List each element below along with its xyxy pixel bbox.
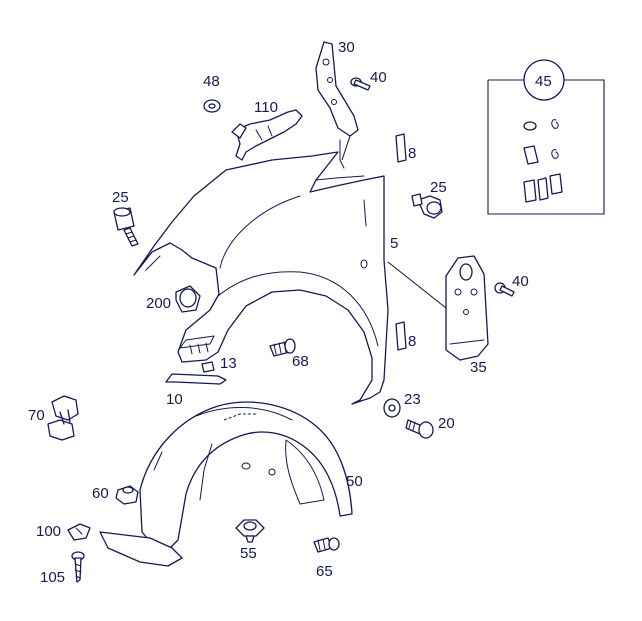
label-13[interactable]: 13 (220, 355, 237, 372)
label-50[interactable]: 50 (346, 473, 363, 490)
clip-55[interactable] (235, 519, 265, 543)
screw-40-right[interactable] (494, 282, 515, 297)
label-25-right[interactable]: 25 (430, 179, 447, 196)
label-8-upper[interactable]: 8 (408, 145, 416, 162)
bolt-25-left[interactable] (113, 207, 139, 247)
label-105[interactable]: 105 (40, 569, 65, 586)
label-110[interactable]: 110 (254, 99, 278, 116)
label-65[interactable]: 65 (316, 563, 333, 580)
label-200[interactable]: 200 (146, 295, 171, 312)
bracket-35[interactable] (445, 255, 489, 361)
screw-105[interactable] (71, 551, 85, 583)
label-68[interactable]: 68 (292, 353, 309, 370)
bolt-68[interactable] (269, 338, 296, 357)
leader-lines (341, 135, 447, 309)
label-10[interactable]: 10 (166, 391, 183, 408)
washer-23[interactable] (383, 398, 401, 418)
label-23[interactable]: 23 (404, 391, 421, 408)
label-5[interactable]: 5 (390, 235, 398, 252)
nut-60[interactable] (115, 485, 139, 505)
bracket-30[interactable] (315, 41, 359, 169)
label-8-lower[interactable]: 8 (408, 333, 416, 350)
label-35[interactable]: 35 (470, 359, 487, 376)
bracket-110[interactable] (231, 109, 303, 161)
pad-8-upper[interactable] (395, 133, 407, 163)
label-100[interactable]: 100 (36, 523, 61, 540)
label-45[interactable]: 45 (535, 73, 552, 90)
bolt-20[interactable] (405, 419, 434, 439)
label-30[interactable]: 30 (338, 39, 355, 56)
bolt-65[interactable] (313, 537, 340, 553)
label-25-left[interactable]: 25 (112, 189, 129, 206)
screw-40-top[interactable] (350, 77, 371, 91)
label-48[interactable]: 48 (203, 73, 220, 90)
part-set-45[interactable] (487, 59, 605, 215)
strip-10[interactable] (165, 373, 227, 385)
clip-100[interactable] (67, 523, 91, 541)
rivet-25-right[interactable] (411, 193, 443, 219)
label-40-top[interactable]: 40 (370, 69, 387, 86)
label-40-right[interactable]: 40 (512, 273, 529, 290)
label-55[interactable]: 55 (240, 545, 257, 562)
part-labels: 30 40 48 110 8 25 25 5 40 200 8 13 68 35… (28, 39, 552, 586)
plug-200[interactable] (175, 285, 201, 313)
connector-70[interactable] (47, 395, 79, 441)
label-60[interactable]: 60 (92, 485, 109, 502)
liner-50[interactable] (99, 401, 353, 567)
clip-13[interactable] (201, 361, 215, 373)
fender-part[interactable] (133, 151, 389, 405)
label-20[interactable]: 20 (438, 415, 455, 432)
pad-8-lower[interactable] (395, 321, 407, 351)
washer-48[interactable] (203, 99, 221, 113)
label-70[interactable]: 70 (28, 407, 45, 424)
